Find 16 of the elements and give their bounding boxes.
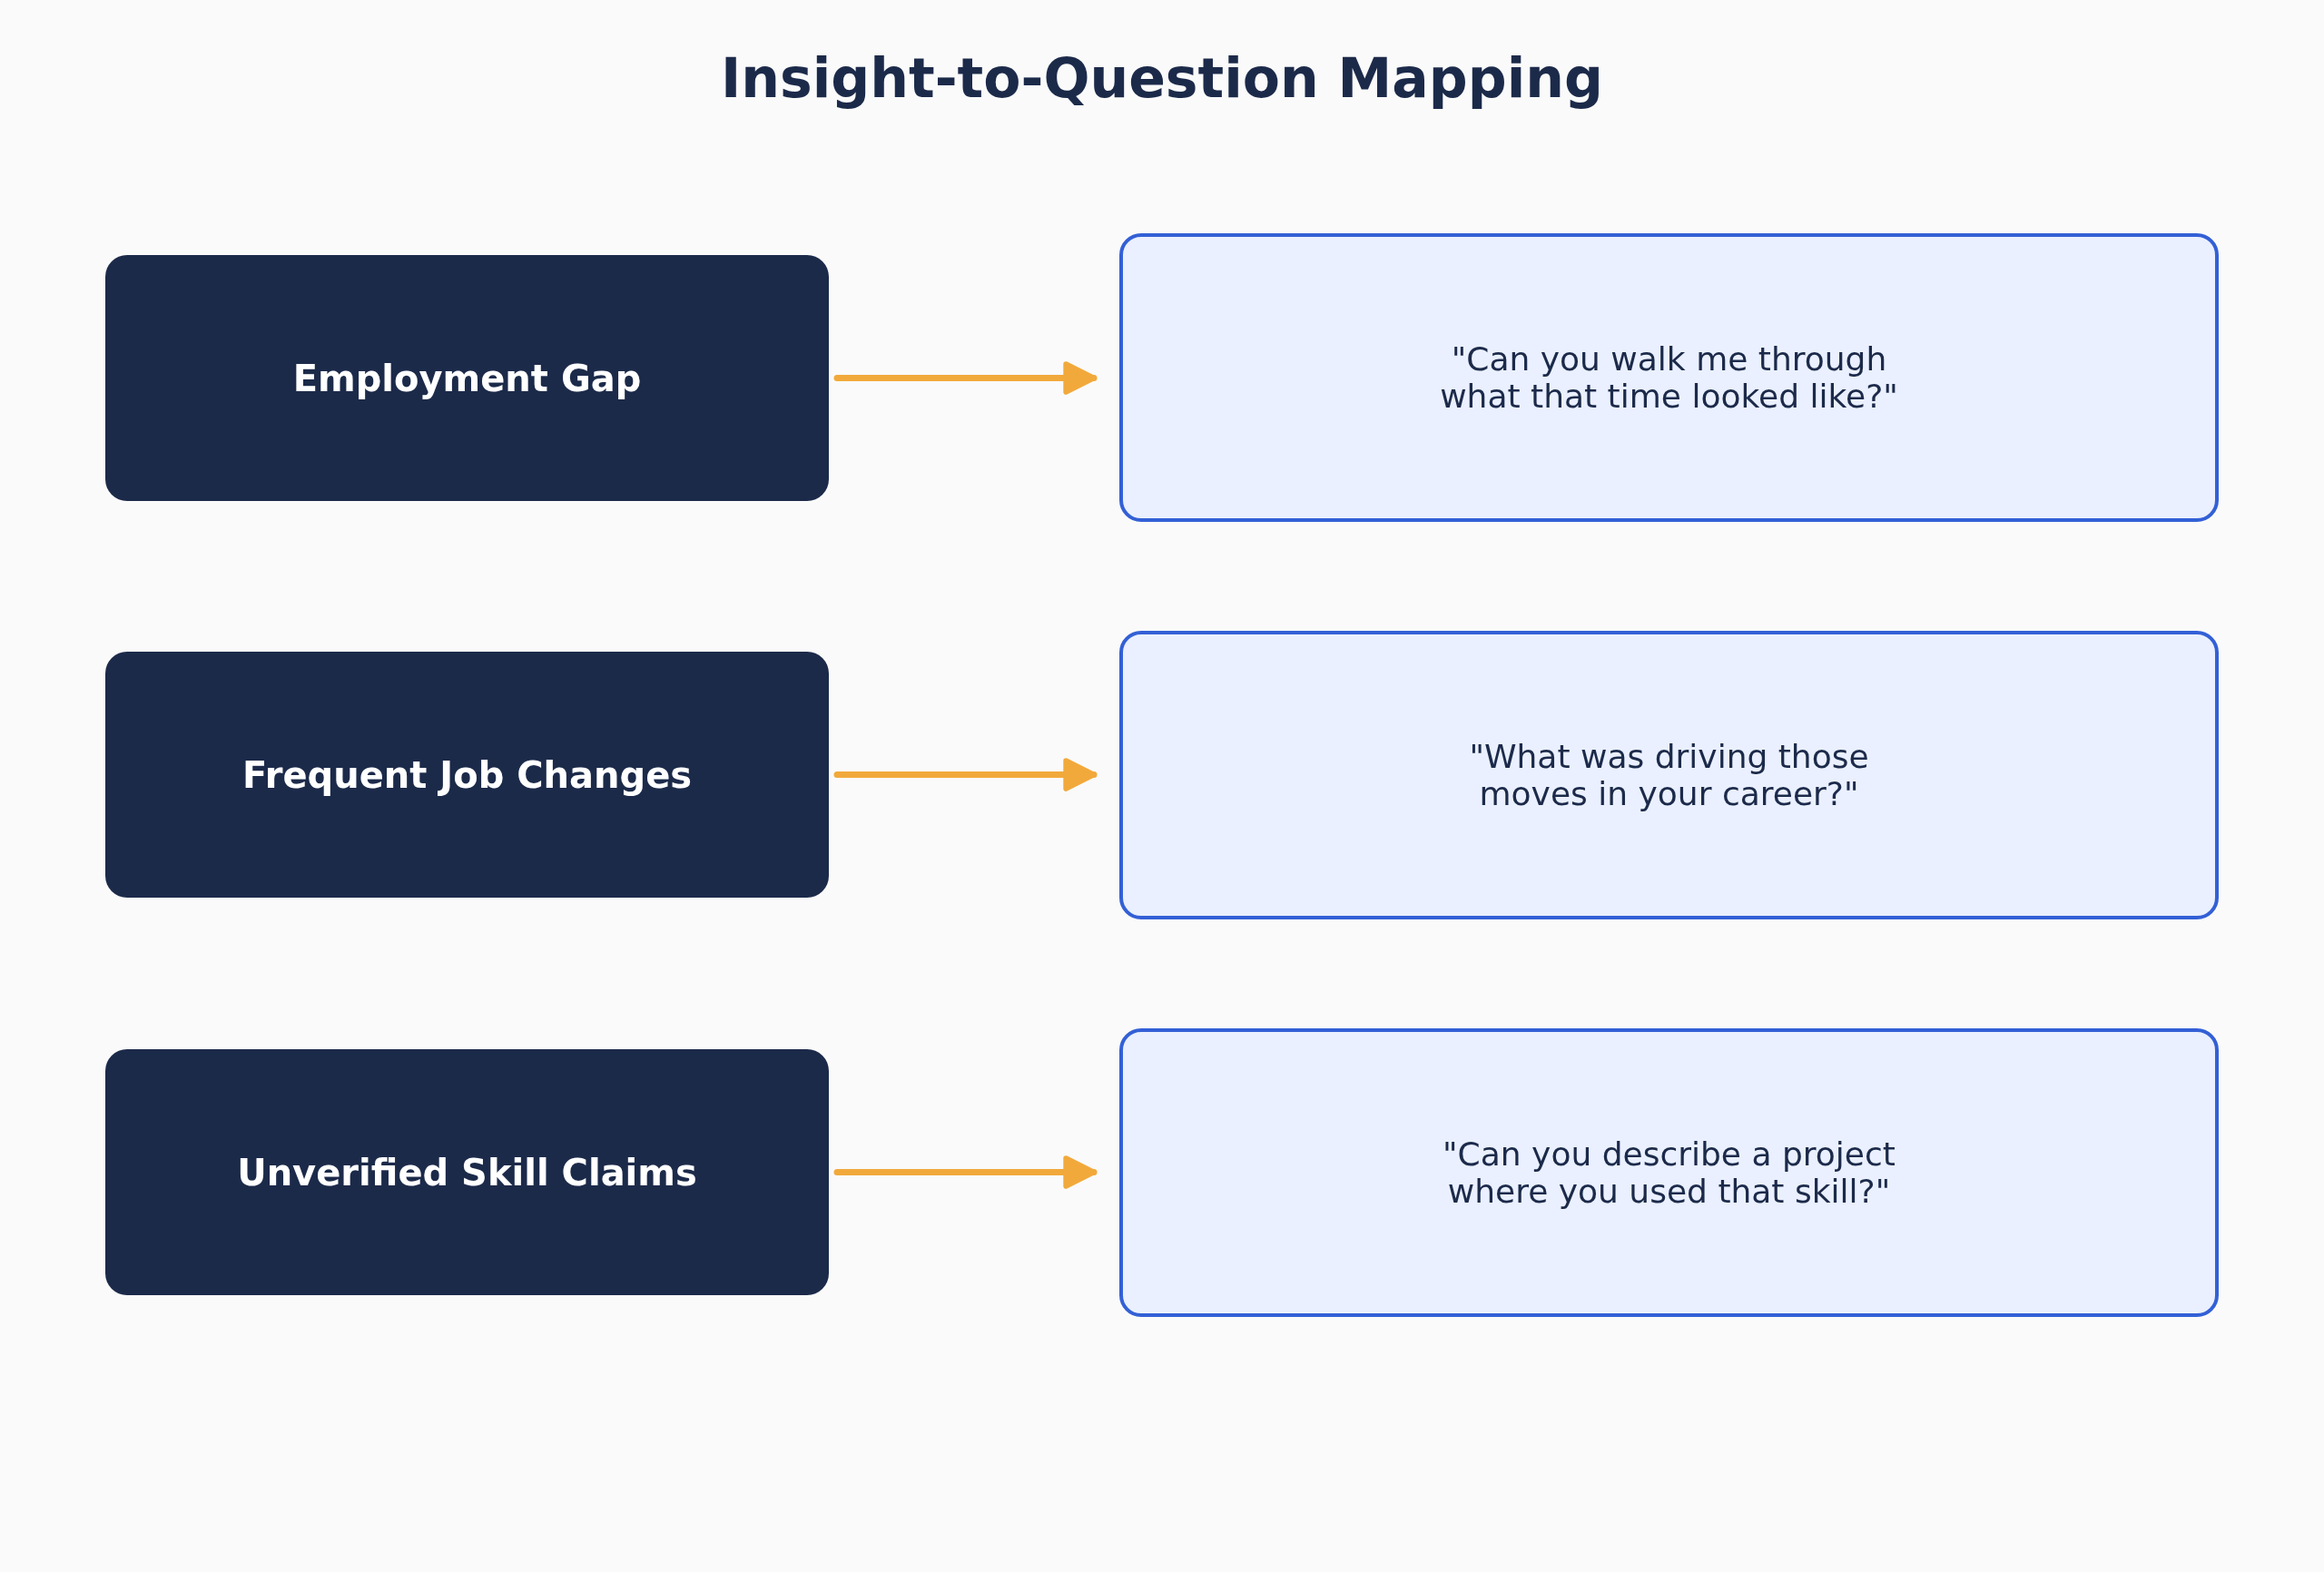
insight-box [105, 255, 829, 501]
insight-label: Unverified Skill Claims [237, 1150, 697, 1194]
insight-box [105, 652, 829, 898]
question-box [1119, 631, 2219, 919]
arrow [833, 758, 1098, 791]
insight-label: Frequent Job Changes [241, 752, 693, 797]
arrow [833, 361, 1098, 395]
question-text: "What was driving those moves in your career?" [1468, 737, 1870, 813]
question-box [1119, 1028, 2219, 1317]
insight-label: Employment Gap [292, 356, 642, 400]
question-text: "Can you describe a project where you used that skill?" [1442, 1135, 1896, 1211]
insight-box [105, 1049, 829, 1295]
diagram-title: Insight-to-Question Mapping [721, 45, 1603, 111]
question-text: "Can you walk me through what that time looked like?" [1439, 339, 1899, 416]
arrow [833, 1155, 1098, 1189]
question-box [1119, 233, 2219, 522]
